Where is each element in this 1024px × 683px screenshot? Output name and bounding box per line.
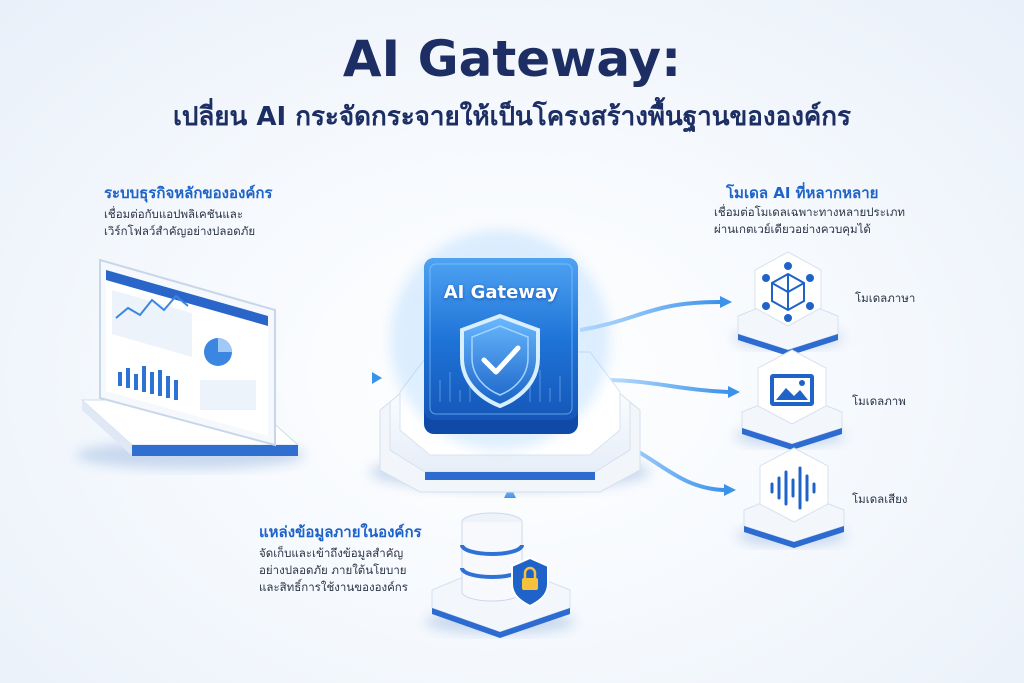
- right-description-line-2: ผ่านเกตเวย์เดียวอย่างควบคุมได้: [714, 222, 871, 236]
- bottom-description-line-2: อย่างปลอดภัย ภายใต้นโยบาย: [259, 563, 407, 577]
- gateway-label: AI Gateway: [443, 282, 559, 303]
- bottom-heading: แหล่งข้อมูลภายในองค์กร: [259, 523, 422, 541]
- arrow-gateway-to-image-model: [603, 378, 740, 398]
- dashboard-laptop-icon: [75, 258, 305, 469]
- left-description-line-2: เวิร์กโฟลว์สำคัญอย่างปลอดภัย: [104, 224, 256, 238]
- page-title: AI Gateway:: [342, 30, 682, 88]
- audio-model-label: โมเดลเสียง: [852, 492, 908, 506]
- arrow-left-to-gateway: [300, 372, 382, 384]
- image-model-label: โมเดลภาพ: [852, 394, 906, 408]
- bottom-description: จัดเก็บและเข้าถึงข้อมูลสำคัญ อย่างปลอดภั…: [259, 545, 408, 596]
- left-description-line-1: เชื่อมต่อกับแอปพลิเคชันและ: [104, 207, 244, 221]
- page-subtitle: เปลี่ยน AI กระจัดกระจายให้เป็นโครงสร้างพ…: [172, 102, 852, 132]
- language-model-label: โมเดลภาษา: [855, 291, 916, 305]
- database-lock-icon: [460, 512, 549, 608]
- bottom-description-line-1: จัดเก็บและเข้าถึงข้อมูลสำคัญ: [259, 546, 404, 560]
- audio-wave-icon: [770, 466, 816, 510]
- bottom-description-line-3: และสิทธิ์การใช้งานขององค์กร: [259, 580, 408, 594]
- network-cube-icon: [762, 262, 814, 322]
- right-description: เชื่อมต่อโมเดลเฉพาะทางหลายประเภท ผ่านเกต…: [714, 204, 905, 238]
- image-icon: [770, 374, 814, 406]
- audio-model-tile: [737, 447, 847, 548]
- right-heading: โมเดล AI ที่หลากหลาย: [726, 184, 879, 202]
- right-description-line-1: เชื่อมต่อโมเดลเฉพาะทางหลายประเภท: [714, 205, 906, 219]
- left-description: เชื่อมต่อกับแอปพลิเคชันและ เวิร์กโฟลว์สำ…: [104, 206, 255, 240]
- left-heading: ระบบธุรกิจหลักขององค์กร: [104, 184, 273, 202]
- shield-check-icon: [460, 313, 540, 409]
